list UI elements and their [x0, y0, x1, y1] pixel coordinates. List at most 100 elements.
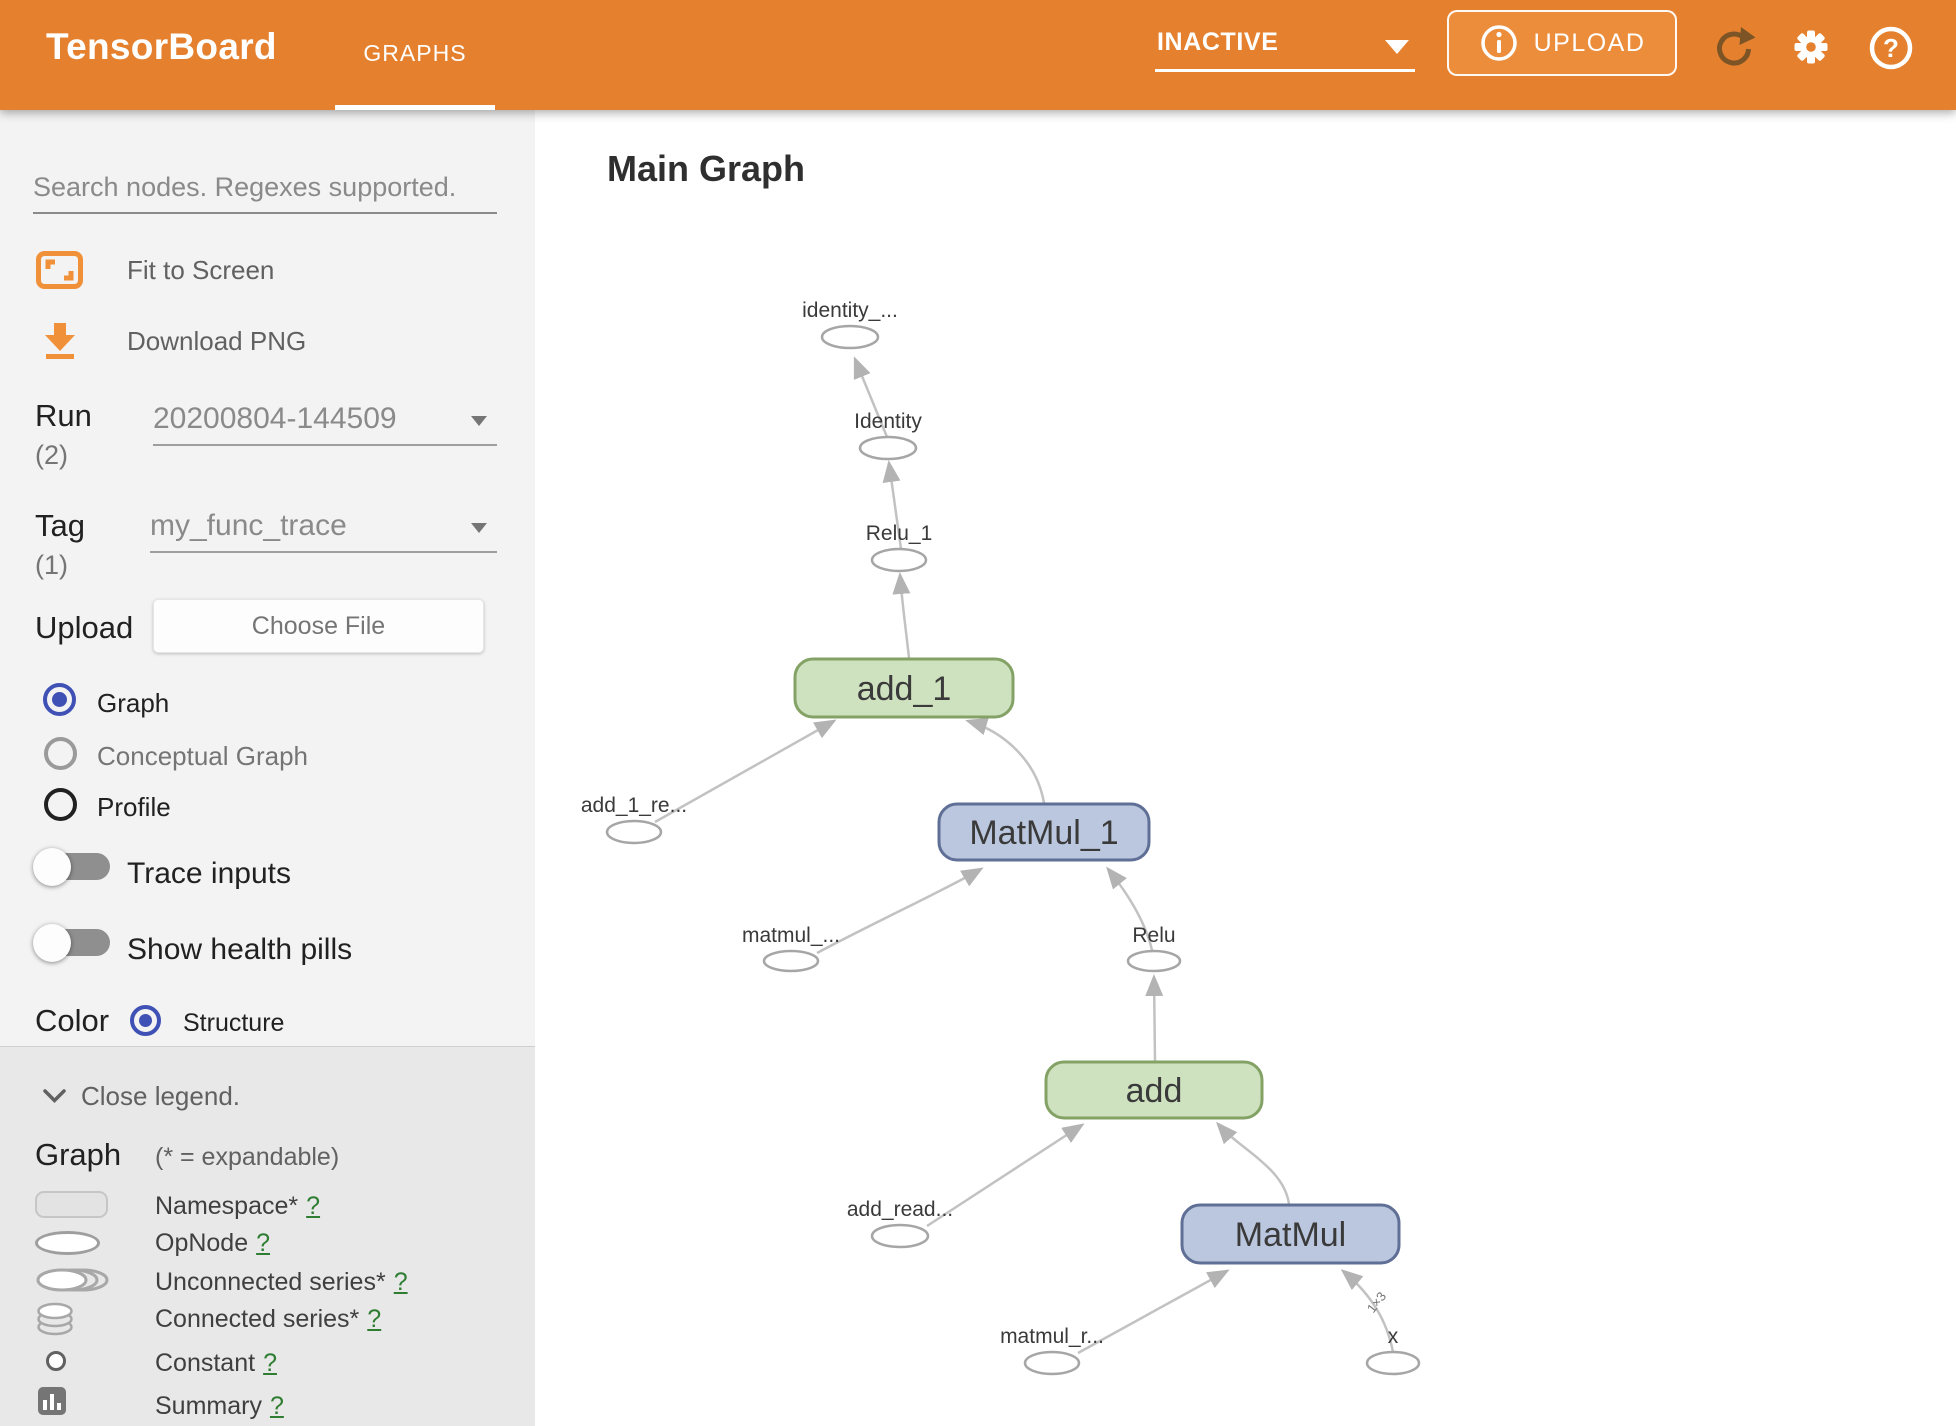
run-dropdown[interactable]: 20200804-144509: [153, 402, 497, 444]
node-label-x: x: [1388, 1325, 1399, 1348]
opnode-swatch-icon: [35, 1231, 100, 1255]
help-link[interactable]: ?: [263, 1349, 277, 1377]
radio-conceptual-graph-label[interactable]: Conceptual Graph: [97, 741, 309, 771]
radio-profile[interactable]: [44, 788, 77, 821]
edge-shape-label: 1×3: [1364, 1289, 1389, 1316]
node-Identity[interactable]: [858, 435, 918, 461]
page-title: Main Graph: [607, 148, 806, 189]
node-matmul_read_1[interactable]: [762, 949, 820, 973]
node-Relu_1[interactable]: [870, 547, 928, 573]
color-label: Color: [35, 1003, 110, 1038]
graph-edge-add-to-Relu: [1145, 974, 1164, 1062]
node-add_read[interactable]: [870, 1223, 930, 1249]
node-Relu[interactable]: [1126, 949, 1182, 973]
legend-panel: Close legend. Graph (* = expandable) Nam…: [0, 1046, 535, 1426]
unconnected-series-swatch-icon: [36, 1268, 109, 1292]
help-link[interactable]: ?: [393, 1268, 408, 1296]
radio-graph-label[interactable]: Graph: [97, 688, 170, 718]
graph-edge-MatMul-to-add: [1216, 1121, 1291, 1205]
trace-inputs-toggle-knob[interactable]: [33, 848, 71, 886]
node-label-MatMul_1: MatMul_1: [969, 814, 1118, 852]
node-label-matmul_read: matmul_r...: [1000, 1325, 1104, 1348]
fit-to-screen-button[interactable]: [36, 251, 83, 289]
legend-item-connected-series: Connected series*?: [155, 1305, 382, 1333]
tab-active-underline: [335, 105, 495, 110]
download-png-label[interactable]: Download PNG: [127, 326, 307, 356]
caret-down-icon: [1385, 40, 1409, 54]
status-dropdown[interactable]: INACTIVE: [1155, 24, 1417, 72]
radio-profile-label[interactable]: Profile: [97, 792, 171, 822]
legend-item-namespace: Namespace*?: [155, 1192, 321, 1220]
graph-edge-x-to-MatMul: [1340, 1269, 1395, 1353]
upload-field-label: Upload: [35, 610, 134, 645]
constant-swatch-icon: [46, 1351, 66, 1371]
graph-edge-Relu_1-to-Identity: [882, 460, 903, 550]
node-label-add_read: add_read...: [847, 1198, 953, 1221]
health-pills-toggle-knob[interactable]: [33, 924, 71, 962]
radio-color-structure[interactable]: [130, 1005, 161, 1036]
node-label-add: add: [1126, 1072, 1183, 1110]
tab-graphs[interactable]: GRAPHS: [363, 39, 467, 66]
help-icon[interactable]: ?: [1868, 25, 1914, 71]
legend-item-constant: Constant?: [155, 1349, 277, 1377]
close-legend-label[interactable]: Close legend.: [81, 1081, 240, 1111]
summary-swatch-icon: [38, 1387, 66, 1415]
choose-file-button[interactable]: Choose File: [153, 599, 484, 653]
node-add_1[interactable]: [793, 657, 1015, 719]
fit-to-screen-label[interactable]: Fit to Screen: [127, 255, 275, 285]
tag-dropdown[interactable]: my_func_trace: [150, 509, 497, 551]
node-label-Identity: Identity: [854, 410, 922, 433]
upload-button[interactable]: UPLOAD: [1447, 10, 1677, 76]
status-dropdown-underline: [1155, 69, 1415, 72]
node-label-add_1_read: add_1_re...: [581, 794, 687, 817]
help-link[interactable]: ?: [256, 1229, 271, 1257]
caret-down-icon: [471, 523, 487, 533]
node-MatMul[interactable]: [1180, 1203, 1401, 1265]
sidebar: Fit to Screen Download PNG Run (2) 20200…: [0, 110, 535, 1426]
legend-heading-note: (* = expandable): [155, 1143, 340, 1171]
graph-edge-add_read-to-add: [926, 1123, 1085, 1228]
download-icon: [45, 323, 75, 359]
node-label-identity_out: identity_...: [802, 299, 898, 322]
node-matmul_read[interactable]: [1023, 1350, 1081, 1376]
node-label-add_1: add_1: [857, 670, 952, 708]
node-identity_out[interactable]: [820, 324, 880, 350]
tag-underline: [150, 551, 497, 553]
radio-graph[interactable]: [43, 683, 76, 716]
graph-edge-matmul_read_1-to-MatMul_1: [816, 867, 984, 955]
legend-heading: Graph: [35, 1137, 122, 1172]
graph-edge-Identity-to-identity_out: [853, 356, 889, 438]
node-x[interactable]: [1365, 1350, 1421, 1376]
node-label-matmul_read_1: matmul_...: [742, 924, 840, 947]
run-label: Run: [35, 398, 92, 433]
download-png-button[interactable]: [42, 321, 78, 361]
upload-button-label: UPLOAD: [1533, 28, 1646, 57]
node-MatMul_1[interactable]: [937, 802, 1151, 862]
app-logo: TensorBoard: [46, 26, 277, 67]
help-link[interactable]: ?: [269, 1392, 284, 1420]
node-add_1_read[interactable]: [605, 819, 663, 845]
chevron-down-icon[interactable]: [43, 1089, 66, 1103]
caret-down-icon: [471, 416, 487, 426]
graph-edge-MatMul_1-to-add_1: [965, 717, 1046, 804]
choose-file-label: Choose File: [251, 611, 386, 640]
legend-item-summary: Summary?: [155, 1392, 284, 1420]
trace-inputs-label: Trace inputs: [127, 857, 291, 890]
search-input[interactable]: [33, 162, 497, 214]
node-add[interactable]: [1044, 1060, 1264, 1120]
color-structure-label[interactable]: Structure: [183, 1009, 285, 1037]
tag-count: (1): [35, 550, 68, 580]
run-count: (2): [35, 440, 68, 470]
refresh-icon[interactable]: [1711, 24, 1757, 70]
graph-edge-matmul_read-to-MatMul: [1077, 1269, 1230, 1355]
help-link[interactable]: ?: [367, 1305, 382, 1333]
legend-item-opnode: OpNode?: [155, 1229, 271, 1257]
gear-icon[interactable]: [1788, 24, 1834, 70]
radio-conceptual-graph[interactable]: [44, 737, 77, 770]
help-link[interactable]: ?: [306, 1192, 321, 1220]
app-header: TensorBoard GRAPHS INACTIVE UPLOAD: [0, 0, 1956, 110]
node-label-Relu_1: Relu_1: [866, 522, 933, 545]
